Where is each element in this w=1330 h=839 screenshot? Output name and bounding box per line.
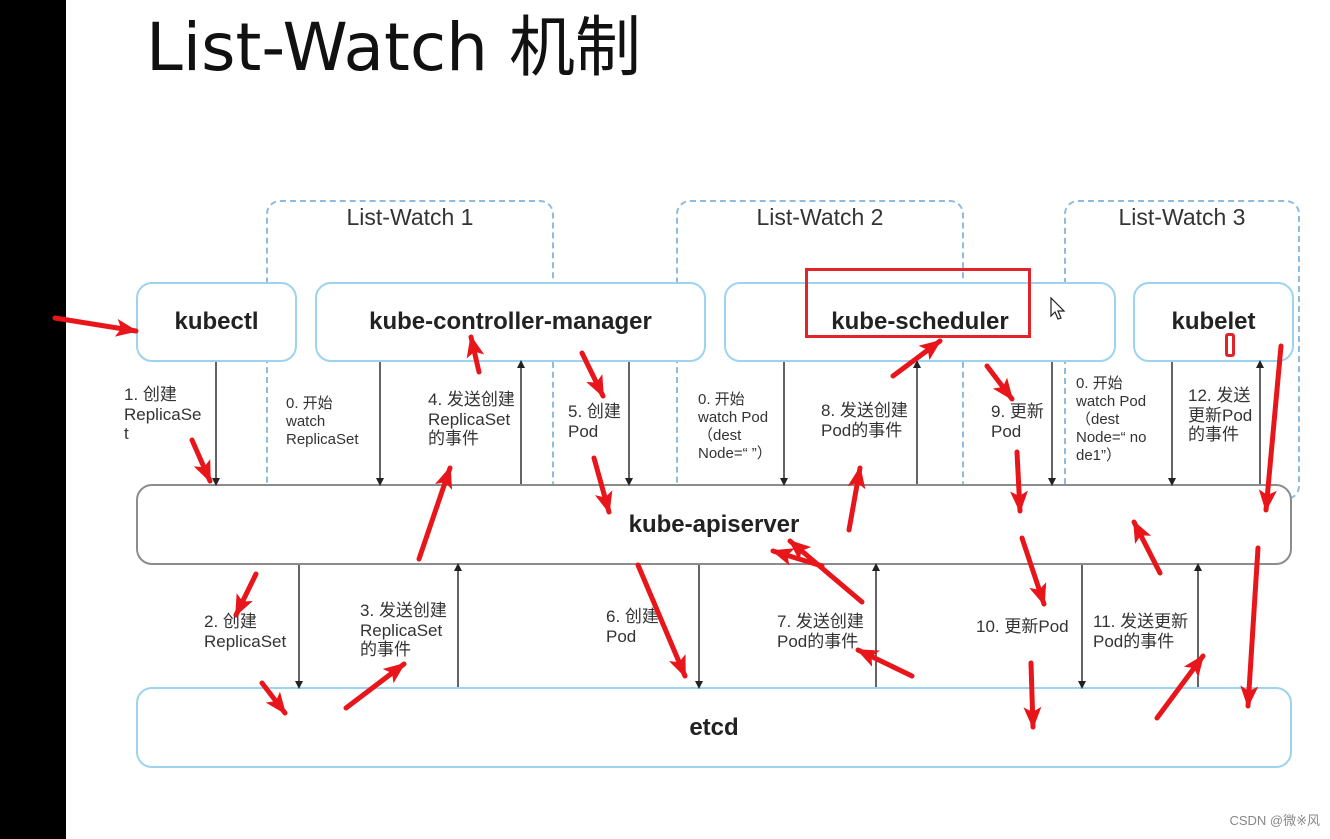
- kubelet-box: kubelet: [1133, 282, 1294, 362]
- kubectl-box: kubectl: [136, 282, 297, 362]
- red-arrow-8: [579, 350, 606, 399]
- red-arrow-21: [1131, 519, 1163, 576]
- step-6-label: 6. 创建 Pod: [606, 607, 659, 646]
- mouse-pointer-icon: [1050, 297, 1066, 320]
- red-arrow-14: [846, 465, 866, 533]
- red-arrow-11: [855, 647, 915, 679]
- page-title: List-Watch 机制: [146, 9, 641, 86]
- red-arrow-16: [984, 363, 1015, 402]
- red-arrow-23: [1240, 545, 1261, 709]
- red-arrow-6: [416, 465, 453, 562]
- red-arrow-9: [591, 455, 613, 515]
- left-black-bar: [0, 0, 66, 839]
- step-3-label: 3. 发送创建 ReplicaSet 的事件: [360, 601, 447, 660]
- red-arrow-13: [770, 548, 825, 569]
- red-arrow-17: [1009, 449, 1028, 514]
- step-0-watch-pod-label: 0. 开始 watch Pod （dest Node=“ ”）: [698, 391, 772, 462]
- step-11-label: 11. 发送更新 Pod的事件: [1093, 612, 1189, 651]
- watermark: CSDN @微※风: [1229, 813, 1320, 828]
- step-9-label: 9. 更新 Pod: [991, 402, 1044, 441]
- step-7-label: 7. 发送创建 Pod的事件: [777, 612, 864, 651]
- step-0-watch-pod-node1-label: 0. 开始 watch Pod （dest Node=“ no de1”）: [1076, 375, 1147, 464]
- red-arrow-15: [890, 338, 943, 379]
- step-4-label: 4. 发送创建 ReplicaSet 的事件: [428, 390, 515, 449]
- scheduler-highlight-box: [805, 268, 1031, 338]
- red-arrow-22: [1258, 343, 1284, 513]
- step-12-label: 12. 发送 更新Pod 的事件: [1188, 386, 1253, 445]
- step-8-label: 8. 发送创建 Pod的事件: [821, 401, 908, 440]
- red-arrow-4: [259, 680, 288, 716]
- red-arrow-1: [52, 315, 139, 337]
- red-arrow-12: [787, 538, 865, 605]
- group-label-1: List-Watch 1: [346, 204, 474, 230]
- red-arrow-19: [1023, 660, 1042, 730]
- group-label-2: List-Watch 2: [756, 204, 884, 230]
- red-arrow-20: [1154, 653, 1206, 721]
- controller-manager-box: kube-controller-manager: [315, 282, 706, 362]
- kubelet-red-marker: [1225, 333, 1235, 357]
- step-10-label: 10. 更新Pod: [976, 617, 1069, 636]
- group-label-3: List-Watch 3: [1118, 204, 1246, 230]
- red-arrow-18: [1019, 535, 1047, 607]
- red-arrow-10: [635, 562, 688, 679]
- red-arrow-2: [189, 437, 213, 484]
- step-0-watch-replicaset-label: 0. 开始 watch ReplicaSet: [286, 395, 359, 448]
- red-arrow-5: [343, 661, 407, 711]
- apiserver-box: kube-apiserver: [136, 484, 1292, 565]
- step-1-label: 1. 创建 ReplicaSe t: [124, 385, 202, 444]
- step-5-label: 5. 创建 Pod: [568, 402, 621, 441]
- red-arrow-7: [466, 334, 485, 375]
- red-arrow-3: [233, 571, 259, 618]
- etcd-box: etcd: [136, 687, 1292, 768]
